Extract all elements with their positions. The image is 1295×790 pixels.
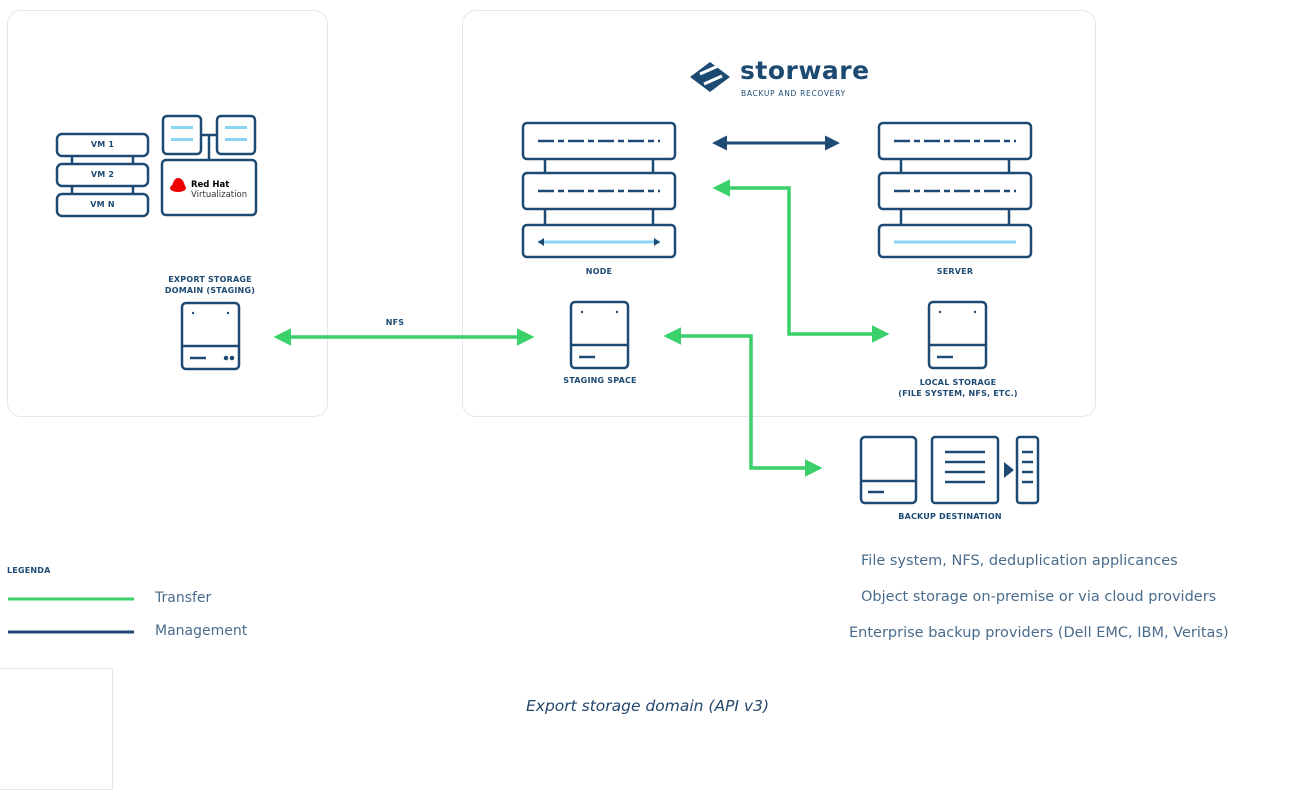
storware-brand: storware <box>740 56 870 85</box>
staging-backup-arrow <box>663 327 823 477</box>
vm-label-1: VM 1 <box>90 140 115 149</box>
server-label: SERVER <box>936 267 974 276</box>
local-storage-label-1: LOCAL STORAGE <box>919 378 997 387</box>
legend-transfer-label: Transfer <box>155 590 212 606</box>
local-storage-label-2: (FILE SYSTEM, NFS, ETC.) <box>898 389 1018 398</box>
node-label: NODE <box>585 267 613 276</box>
server-icon <box>877 121 1033 259</box>
redhat-text: Red Hat Virtualization <box>191 180 247 200</box>
vm-label-n: VM N <box>90 200 115 209</box>
export-storage-label-1: EXPORT STORAGE <box>168 275 252 284</box>
destination-item-2: Object storage on-premise or via cloud p… <box>861 589 1217 605</box>
legend-management-label: Management <box>155 623 248 639</box>
local-storage-disk-icon <box>927 300 988 370</box>
backup-destination-label: BACKUP DESTINATION <box>898 512 1002 521</box>
redhat-name: Red Hat <box>191 180 230 190</box>
rhv-hosts <box>160 114 258 217</box>
export-storage-disk-icon <box>180 301 241 371</box>
node-local-storage-arrow <box>712 179 890 343</box>
nfs-label: NFS <box>385 318 405 327</box>
vm-box-2 <box>55 162 150 188</box>
export-storage-label-2: DOMAIN (STAGING) <box>164 286 256 295</box>
hypervisor-panel <box>7 10 328 417</box>
backup-destination-icons <box>859 435 1040 505</box>
vm-label-2: VM 2 <box>90 170 115 179</box>
redhat-product: Virtualization <box>191 190 248 200</box>
destination-item-1: File system, NFS, deduplication applican… <box>861 553 1178 569</box>
legend-title: LEGENDA <box>7 566 51 575</box>
storware-logo-icon <box>690 62 730 92</box>
diagram-caption: Export storage domain (API v3) <box>525 697 770 715</box>
vm-box-1 <box>55 132 150 158</box>
destination-item-3: Enterprise backup providers (Dell EMC, I… <box>849 625 1229 641</box>
redhat-logo-icon <box>170 178 186 192</box>
diagram-graphics <box>8 62 1040 634</box>
vm-stack <box>55 132 150 218</box>
staging-space-label: STAGING SPACE <box>563 376 637 385</box>
storware-tagline: BACKUP AND RECOVERY <box>741 89 846 98</box>
staging-space-disk-icon <box>569 300 630 370</box>
node-server-icon <box>521 121 677 259</box>
vm-box-n <box>55 192 150 218</box>
